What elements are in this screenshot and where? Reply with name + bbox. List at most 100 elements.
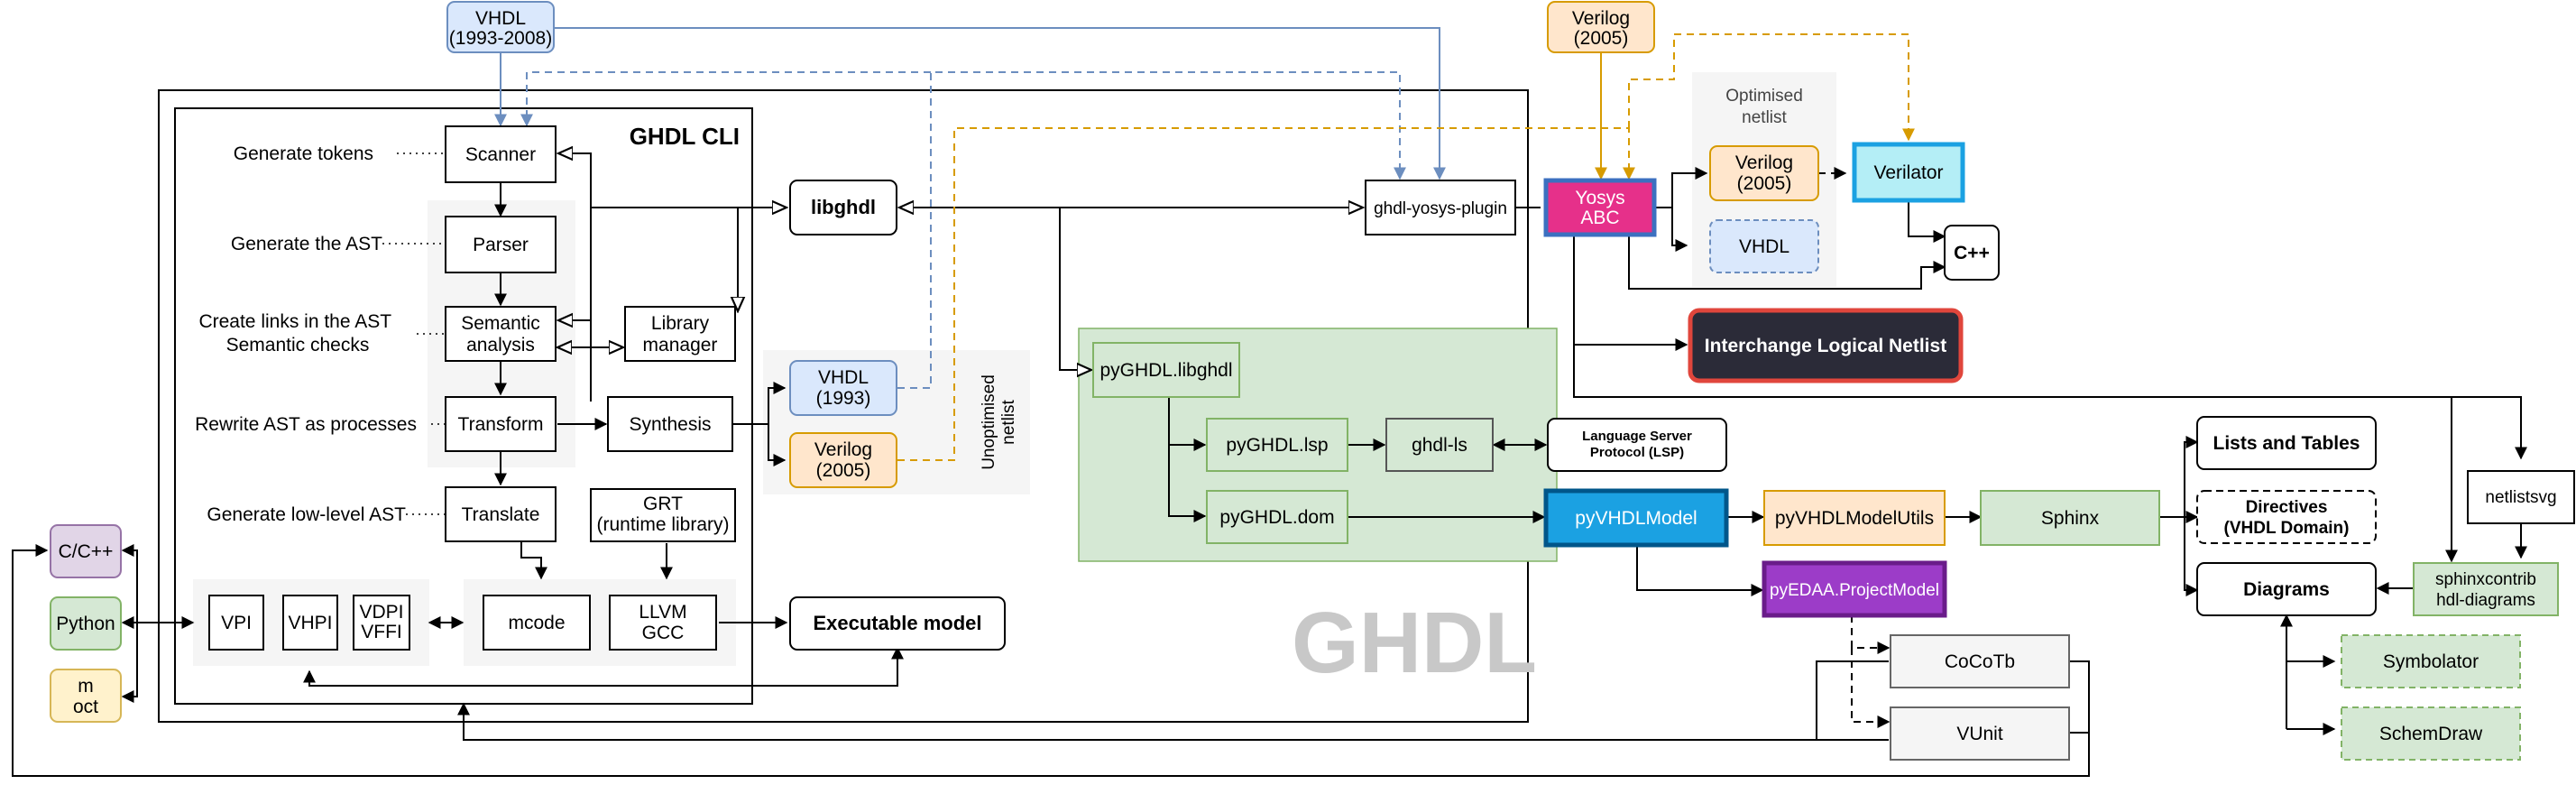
grt-label: GRT(runtime library)	[596, 494, 729, 535]
pyedaa-label: pyEDAA.ProjectModel	[1770, 581, 1939, 600]
moct-box	[50, 669, 122, 723]
llvm-line2: GCC	[642, 623, 685, 643]
scanner-label: Scanner	[465, 144, 536, 165]
pyvhdlmodelutils-box	[1763, 490, 1946, 546]
opt-vhdl-box	[1709, 219, 1819, 273]
unoptimised-netlist-label: Unoptimisednetlist	[980, 374, 1018, 470]
vdpi-line1: VDPI	[359, 602, 403, 623]
pyvhdlmodelutils-label: pyVHDLModelUtils	[1775, 508, 1934, 529]
opt-verilog-line1: Verilog	[1735, 152, 1793, 173]
synthesis-label: Synthesis	[629, 414, 711, 435]
note-create-links: Create links in the AST Semantic checks	[198, 311, 396, 355]
cocotb-label: CoCoTb	[1945, 651, 2015, 672]
lists-tables-label: Lists and Tables	[2213, 433, 2360, 454]
cpp-box	[1944, 225, 2000, 281]
directives-box	[2196, 490, 2377, 544]
pyvhdlmodel-box	[1543, 488, 1729, 548]
unopt-verilog-label: Verilog(2005)	[814, 439, 872, 481]
translate-label: Translate	[462, 504, 540, 525]
opt-vhdl-label: VHDL	[1739, 236, 1789, 257]
note-create-links-line1: Create links in the AST	[198, 311, 391, 332]
transform-box	[445, 396, 557, 452]
symbolator-box	[2341, 634, 2521, 688]
grt-box	[590, 488, 736, 542]
sphinx-box	[1980, 490, 2160, 546]
unopt-verilog-line1: Verilog	[814, 439, 872, 460]
parser-label: Parser	[473, 235, 529, 255]
pyghdl-libghdl-box	[1092, 342, 1240, 398]
pyghdl-libghdl-label: pyGHDL.libghdl	[1099, 360, 1232, 381]
lsp-box	[1547, 418, 1727, 472]
pyghdl-lsp-box	[1206, 418, 1348, 472]
llvm-gcc-box	[609, 595, 717, 651]
transform-label: Transform	[458, 414, 544, 435]
library-line1: Library	[651, 313, 710, 334]
vdpi-line2: VFFI	[361, 622, 402, 642]
opt-label-line2: netlist	[1742, 108, 1787, 127]
mcode-box	[483, 595, 591, 651]
schemdraw-label: SchemDraw	[2379, 724, 2483, 744]
cc-box	[50, 524, 122, 578]
symbolator-label: Symbolator	[2383, 651, 2479, 672]
moct-line2: oct	[73, 697, 98, 717]
grt-line2: (runtime library)	[596, 514, 729, 535]
semantic-line1: Semantic	[461, 313, 540, 334]
ghdl-ls-label: ghdl-ls	[1412, 435, 1467, 456]
synthesis-box	[607, 396, 733, 452]
verilog-input-box	[1547, 1, 1655, 53]
directives-line1: Directives	[2246, 498, 2328, 517]
executable-model-label: Executable model	[813, 612, 981, 634]
verilator-label: Verilator	[1873, 162, 1943, 183]
interchange-netlist-label: Interchange Logical Netlist	[1705, 336, 1946, 356]
mcode-label: mcode	[508, 613, 565, 633]
connectors	[12, 153, 2527, 777]
sphinxcontrib-box	[2413, 562, 2559, 616]
schemdraw-box	[2341, 706, 2521, 761]
netlistsvg-label: netlistsvg	[2485, 488, 2556, 507]
verilog-input-line2: (2005)	[1574, 28, 1629, 49]
ghdl-yosys-plugin-box	[1365, 180, 1516, 235]
diagrams-box	[2196, 562, 2377, 616]
pyghdl-lsp-label: pyGHDL.lsp	[1226, 435, 1328, 456]
unopt-vhdl-label: VHDL(1993)	[816, 367, 871, 409]
cocotb-box	[1890, 634, 2070, 688]
parser-box	[445, 216, 557, 273]
libghdl-label: libghdl	[811, 196, 876, 218]
opt-label-line1: Optimised	[1725, 87, 1803, 106]
sphinxcontrib-line1: sphinxcontrib	[2435, 570, 2536, 589]
vhpi-label: VHPI	[288, 613, 332, 633]
ghdl-ls-box	[1385, 418, 1494, 472]
directives-label: Directives(VHDL Domain)	[2224, 498, 2350, 538]
vhdl-input-label: VHDL(1993-2008)	[449, 8, 552, 49]
note-low-level-ast: Generate low-level AST	[207, 504, 406, 525]
sphinxcontrib-label: sphinxcontrib hdl-diagrams	[2435, 570, 2536, 610]
lsp-line1: Language Server	[1582, 429, 1692, 444]
grt-line1: GRT	[643, 494, 683, 514]
interchange-netlist-box	[1688, 308, 1964, 383]
vhdl-input-line1: VHDL	[475, 8, 526, 29]
opt-verilog-label: Verilog(2005)	[1735, 152, 1793, 194]
libghdl-box	[789, 180, 897, 235]
vhdl-input-box	[446, 1, 555, 53]
moct-line1: m	[78, 676, 94, 697]
verilog-input-label: Verilog(2005)	[1572, 8, 1630, 49]
opt-verilog-box	[1709, 145, 1819, 201]
ghdl-watermark: GHDL	[1292, 595, 1537, 691]
executable-model-box	[789, 596, 1006, 651]
cc-label: C/C++	[59, 541, 114, 562]
translate-box	[445, 486, 557, 542]
yosys-line1: Yosys	[1575, 188, 1624, 208]
netlistsvg-box	[2467, 470, 2575, 524]
semantic-box	[445, 306, 557, 362]
verilator-box	[1852, 142, 1965, 203]
library-manager-box	[624, 306, 736, 362]
python-label: Python	[56, 614, 115, 634]
sphinxcontrib-line2: hdl-diagrams	[2436, 591, 2535, 610]
yosys-line2: ABC	[1580, 208, 1619, 228]
ghdl-yosys-plugin-label: ghdl-yosys-plugin	[1374, 199, 1507, 218]
vpi-label: VPI	[221, 613, 252, 633]
pyghdl-dom-box	[1206, 490, 1348, 544]
vhdl-input-line2: (1993-2008)	[449, 28, 552, 49]
